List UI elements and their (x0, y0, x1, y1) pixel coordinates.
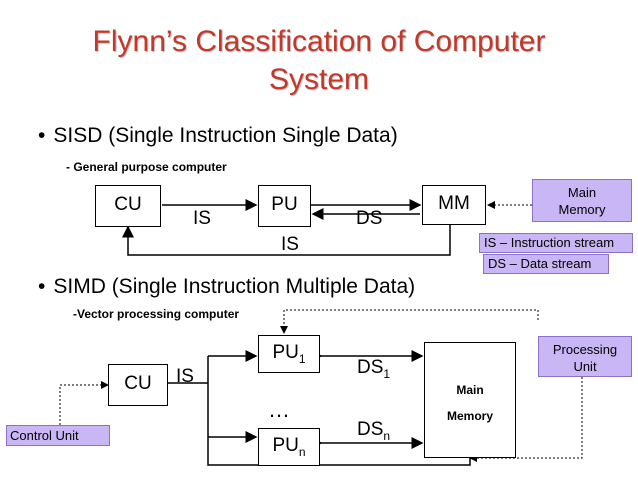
sisd-bullet-text: SISD (Single Instruction Single Data) (53, 124, 398, 147)
note-main-memory: Main Memory (532, 179, 632, 222)
simd-bullet: •SIMD (Single Instruction Multiple Data) (38, 275, 416, 298)
simd-mm-note-pointer (469, 377, 583, 462)
simd-subtitle: -Vector processing computer (73, 307, 240, 321)
note-instruction-stream: IS – Instruction stream (479, 233, 633, 253)
simd-is-label: IS (176, 366, 194, 387)
simd-bullet-text: SIMD (Single Instruction Multiple Data) (53, 275, 416, 298)
simd-main-memory-box: Main Memory (424, 342, 516, 458)
simd-pu-note-pointer (280, 309, 539, 334)
simd-ds1-text: DS (357, 357, 384, 378)
sisd-pu-box: PU (258, 185, 311, 227)
page-title-line2: System (268, 63, 370, 96)
simd-pu1-sub: 1 (298, 351, 306, 366)
simd-pun-box: PUn (258, 428, 320, 466)
simd-pun-sub: n (298, 444, 306, 459)
sisd-mm-box: MM (422, 185, 486, 225)
note-main-memory-line1: Main (567, 185, 597, 200)
sisd-subtitle: - General purpose computer (66, 160, 227, 174)
simd-cu-note-pointer (59, 381, 109, 425)
simd-pun-text: PU (272, 435, 299, 456)
simd-ellipsis: … (268, 397, 290, 422)
simd-ds1-label: DS1 (357, 357, 390, 381)
sisd-cu-box: CU (95, 185, 161, 227)
simd-dsn-label: DSn (357, 419, 390, 443)
sisd-is-label: IS (193, 208, 211, 229)
simd-pu1-text: PU (272, 342, 299, 363)
page-title: Flynn’s Classification of Computer (92, 25, 546, 58)
note-processing-unit: Processing Unit (538, 336, 632, 377)
note-control-unit: Control Unit (6, 425, 110, 446)
simd-pu1-box: PU1 (258, 335, 320, 373)
simd-mm-line1: Main (456, 383, 484, 397)
simd-dsn-text: DS (357, 419, 384, 440)
note-processing-unit-line1: Processing (552, 342, 618, 357)
simd-dsn-sub: n (383, 428, 391, 443)
note-main-memory-line2: Memory (558, 202, 606, 217)
note-data-stream: DS – Data stream (483, 254, 609, 274)
sisd-mm-cu-feedback (122, 225, 451, 256)
simd-cu-box: CU (108, 364, 168, 406)
sisd-bullet: •SISD (Single Instruction Single Data) (38, 124, 398, 147)
sisd-is-feedback-label: IS (281, 234, 299, 255)
simd-mm-line2: Memory (446, 409, 493, 423)
simd-ds1-sub: 1 (383, 366, 391, 381)
note-processing-unit-line2: Unit (573, 359, 597, 374)
sisd-ds-label: DS (356, 208, 383, 229)
